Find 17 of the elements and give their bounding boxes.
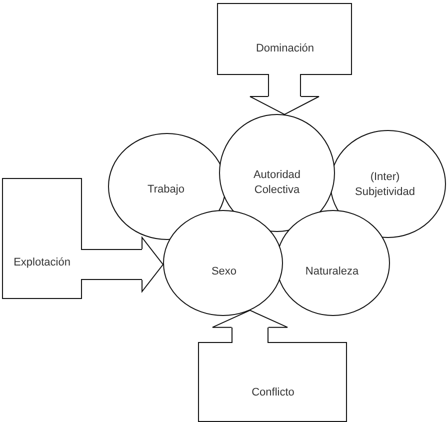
node-label: Explotación	[14, 256, 70, 270]
ellipse-node	[108, 133, 226, 240]
node-label: (Inter) Subjetividad	[354, 170, 416, 200]
node-label: Dominación	[256, 42, 314, 56]
node-label: Conflicto	[252, 386, 294, 400]
ellipse-node	[330, 130, 446, 238]
node-label: Autoridad Colectiva	[252, 168, 302, 198]
node-label: Trabajo	[148, 182, 184, 198]
callout-box	[217, 3, 352, 75]
node-label: Sexo	[211, 264, 237, 280]
callout-box	[2, 178, 82, 299]
callout-box	[198, 342, 347, 422]
block-arrow	[81, 237, 164, 292]
ellipse-node	[219, 114, 335, 232]
block-arrow	[250, 74, 320, 115]
node-label: Naturaleza	[305, 264, 359, 280]
ellipse-node	[163, 210, 283, 316]
